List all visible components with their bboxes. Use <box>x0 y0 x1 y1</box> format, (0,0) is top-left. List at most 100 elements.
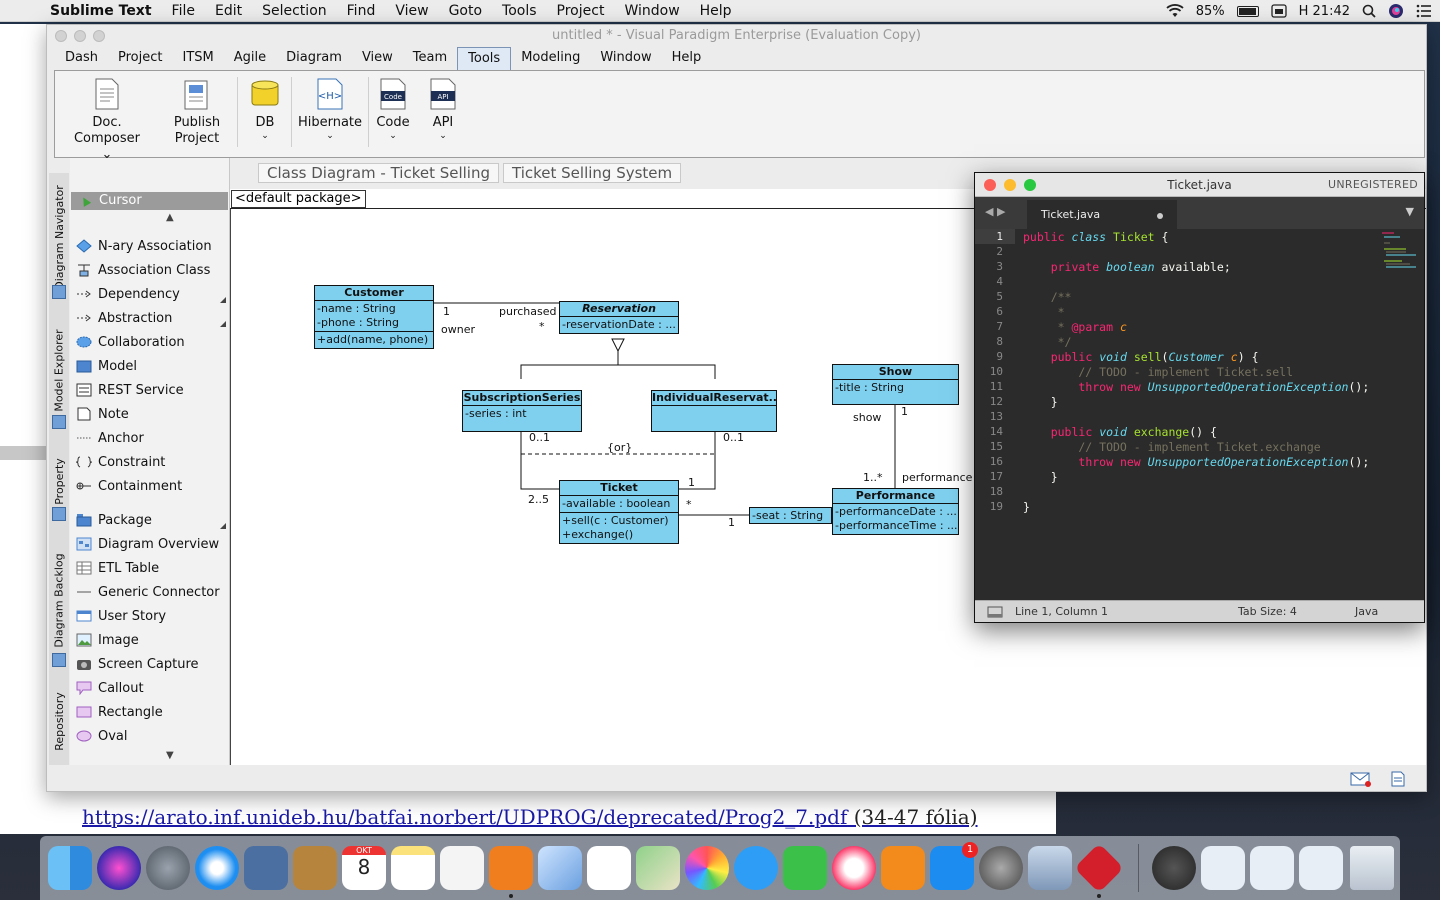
tab-dash[interactable]: Dash <box>65 50 98 65</box>
menu-window[interactable]: Window <box>624 2 680 19</box>
textedit-icon[interactable] <box>440 846 484 890</box>
vp-zoom-button[interactable] <box>93 30 105 42</box>
api-button[interactable]: API API ⌄ <box>423 77 463 141</box>
syntax-language[interactable]: Java <box>1355 605 1379 618</box>
window-thumbnail-icon[interactable] <box>1250 846 1294 890</box>
tab-diagram[interactable]: Diagram <box>286 50 342 65</box>
palette-item-generic-connector[interactable]: Generic Connector <box>76 581 226 603</box>
class-reservation[interactable]: Reservation -reservationDate : ... <box>559 301 679 334</box>
sublime-minimize-button[interactable] <box>1004 179 1016 191</box>
menu-find[interactable]: Find <box>346 2 376 19</box>
palette-item-oval[interactable]: Oval <box>76 725 226 747</box>
palette-item-note[interactable]: Note <box>76 403 226 425</box>
class-show[interactable]: Show -title : String <box>832 364 959 405</box>
notes-app-icon[interactable] <box>391 846 435 890</box>
preview-icon[interactable] <box>1028 846 1072 890</box>
code-button[interactable]: Code Code ⌄ <box>373 77 413 141</box>
menu-edit[interactable]: Edit <box>214 2 243 19</box>
class-individual-reservation[interactable]: IndividualReservat... <box>651 390 777 432</box>
virtualbox-icon[interactable] <box>538 846 582 890</box>
sidetab-diagram-backlog[interactable]: Diagram Backlog <box>49 531 69 669</box>
sidetab-model-explorer[interactable]: Model Explorer <box>49 309 69 431</box>
vp-minimize-button[interactable] <box>74 30 86 42</box>
seat-qualifier[interactable]: -seat : String <box>749 507 832 524</box>
sidetab-property[interactable]: Property <box>49 439 69 523</box>
unsaved-dot-icon[interactable] <box>1157 213 1163 219</box>
tab-modeling[interactable]: Modeling <box>521 50 581 65</box>
individual-ticket-association[interactable] <box>678 432 716 490</box>
palette-item-rectangle[interactable]: Rectangle <box>76 701 226 723</box>
class-performance[interactable]: Performance -performanceDate : ...-perfo… <box>832 488 959 535</box>
palette-item-abstraction[interactable]: Abstraction <box>76 307 226 329</box>
tab-team[interactable]: Team <box>412 50 448 65</box>
clock[interactable]: H 21:42 <box>1298 3 1350 19</box>
code-minimap[interactable] <box>1380 231 1420 271</box>
palette-item-model[interactable]: Model <box>76 355 226 377</box>
vp-close-button[interactable] <box>55 30 67 42</box>
subscription-generalization[interactable] <box>520 351 619 379</box>
window-thumbnail-icon[interactable] <box>1201 846 1245 890</box>
menu-project[interactable]: Project <box>556 2 605 19</box>
palette-item-callout[interactable]: Callout <box>76 677 226 699</box>
palette-item-etl-table[interactable]: ETL Table <box>76 557 226 579</box>
app-store-icon[interactable]: 1 <box>930 842 978 890</box>
palette-item-n-ary-association[interactable]: N-ary Association <box>76 235 226 257</box>
class-subscription-series[interactable]: SubscriptionSeries -series : int <box>462 390 582 432</box>
tab-size[interactable]: Tab Size: 4 <box>1238 605 1297 618</box>
sidetab-repository[interactable]: Repository <box>49 677 69 765</box>
visual-paradigm-dock-icon[interactable] <box>1074 843 1124 893</box>
menu-file[interactable]: File <box>171 2 195 19</box>
contacts-icon[interactable] <box>293 846 337 890</box>
palette-submenu-icon[interactable] <box>220 297 226 303</box>
file-tab-ticket-java[interactable]: Ticket.java <box>1027 200 1177 229</box>
facetime-icon[interactable] <box>783 846 827 890</box>
palette-item-screen-capture[interactable]: Screen Capture <box>76 653 226 675</box>
tab-project[interactable]: Project <box>118 50 163 65</box>
palette-item-constraint[interactable]: Constraint <box>76 451 226 473</box>
palette-scroll-down-icon[interactable]: ▼ <box>166 750 174 761</box>
tab-itsm[interactable]: ITSM <box>182 50 214 65</box>
menu-tools[interactable]: Tools <box>502 2 537 19</box>
spotlight-search-icon[interactable] <box>1362 4 1376 18</box>
palette-item-user-story[interactable]: User Story <box>76 605 226 627</box>
input-source-icon[interactable] <box>1270 4 1287 18</box>
notes-icon[interactable] <box>1390 771 1406 787</box>
tab-help[interactable]: Help <box>671 50 702 65</box>
mail-app-icon[interactable] <box>244 846 288 890</box>
individual-generalization[interactable] <box>618 364 716 379</box>
notification-center-icon[interactable] <box>1416 4 1432 18</box>
safari-icon[interactable] <box>195 846 239 890</box>
window-thumbnail-icon[interactable] <box>1299 846 1343 890</box>
maps-icon[interactable] <box>636 846 680 890</box>
background-link-text[interactable]: https://arato.inf.unideb.hu/batfai.norbe… <box>82 805 848 829</box>
palette-submenu-icon[interactable] <box>220 321 226 327</box>
tab-dropdown-icon[interactable]: ▼ <box>1405 205 1414 218</box>
tab-agile[interactable]: Agile <box>233 50 267 65</box>
tab-navigation-arrows-icon[interactable]: ◀ ▶ <box>985 205 1006 218</box>
palette-cursor-tool[interactable]: Cursor <box>71 192 228 210</box>
palette-scroll-up-icon[interactable]: ▲ <box>166 212 174 223</box>
siri-icon[interactable] <box>1388 3 1404 19</box>
mail-icon[interactable] <box>1350 771 1372 787</box>
reminders-icon[interactable] <box>587 846 631 890</box>
palette-item-image[interactable]: Image <box>76 629 226 651</box>
sidetab-diagram-navigator[interactable]: Diagram Navigator <box>49 173 69 301</box>
palette-item-diagram-overview[interactable]: Diagram Overview <box>76 533 226 555</box>
trash-icon[interactable] <box>1350 846 1394 890</box>
battery-icon[interactable] <box>1236 5 1259 17</box>
doc-composer-button[interactable]: Doc. Composer ⌄ <box>67 77 147 163</box>
palette-item-anchor[interactable]: Anchor <box>76 427 226 449</box>
db-button[interactable]: DB ⌄ <box>245 77 285 141</box>
palette-item-rest-service[interactable]: REST Service <box>76 379 226 401</box>
messages-icon[interactable] <box>734 846 778 890</box>
sublime-dock-icon[interactable] <box>489 846 533 890</box>
sublime-zoom-button[interactable] <box>1024 179 1036 191</box>
tab-tools[interactable]: Tools <box>457 47 512 70</box>
system-preferences-icon[interactable] <box>979 846 1023 890</box>
wifi-icon[interactable] <box>1166 4 1184 18</box>
menu-goto[interactable]: Goto <box>448 2 483 19</box>
photos-icon[interactable] <box>685 846 729 890</box>
menu-selection[interactable]: Selection <box>262 2 327 19</box>
settings-gear-icon[interactable] <box>1152 846 1196 890</box>
